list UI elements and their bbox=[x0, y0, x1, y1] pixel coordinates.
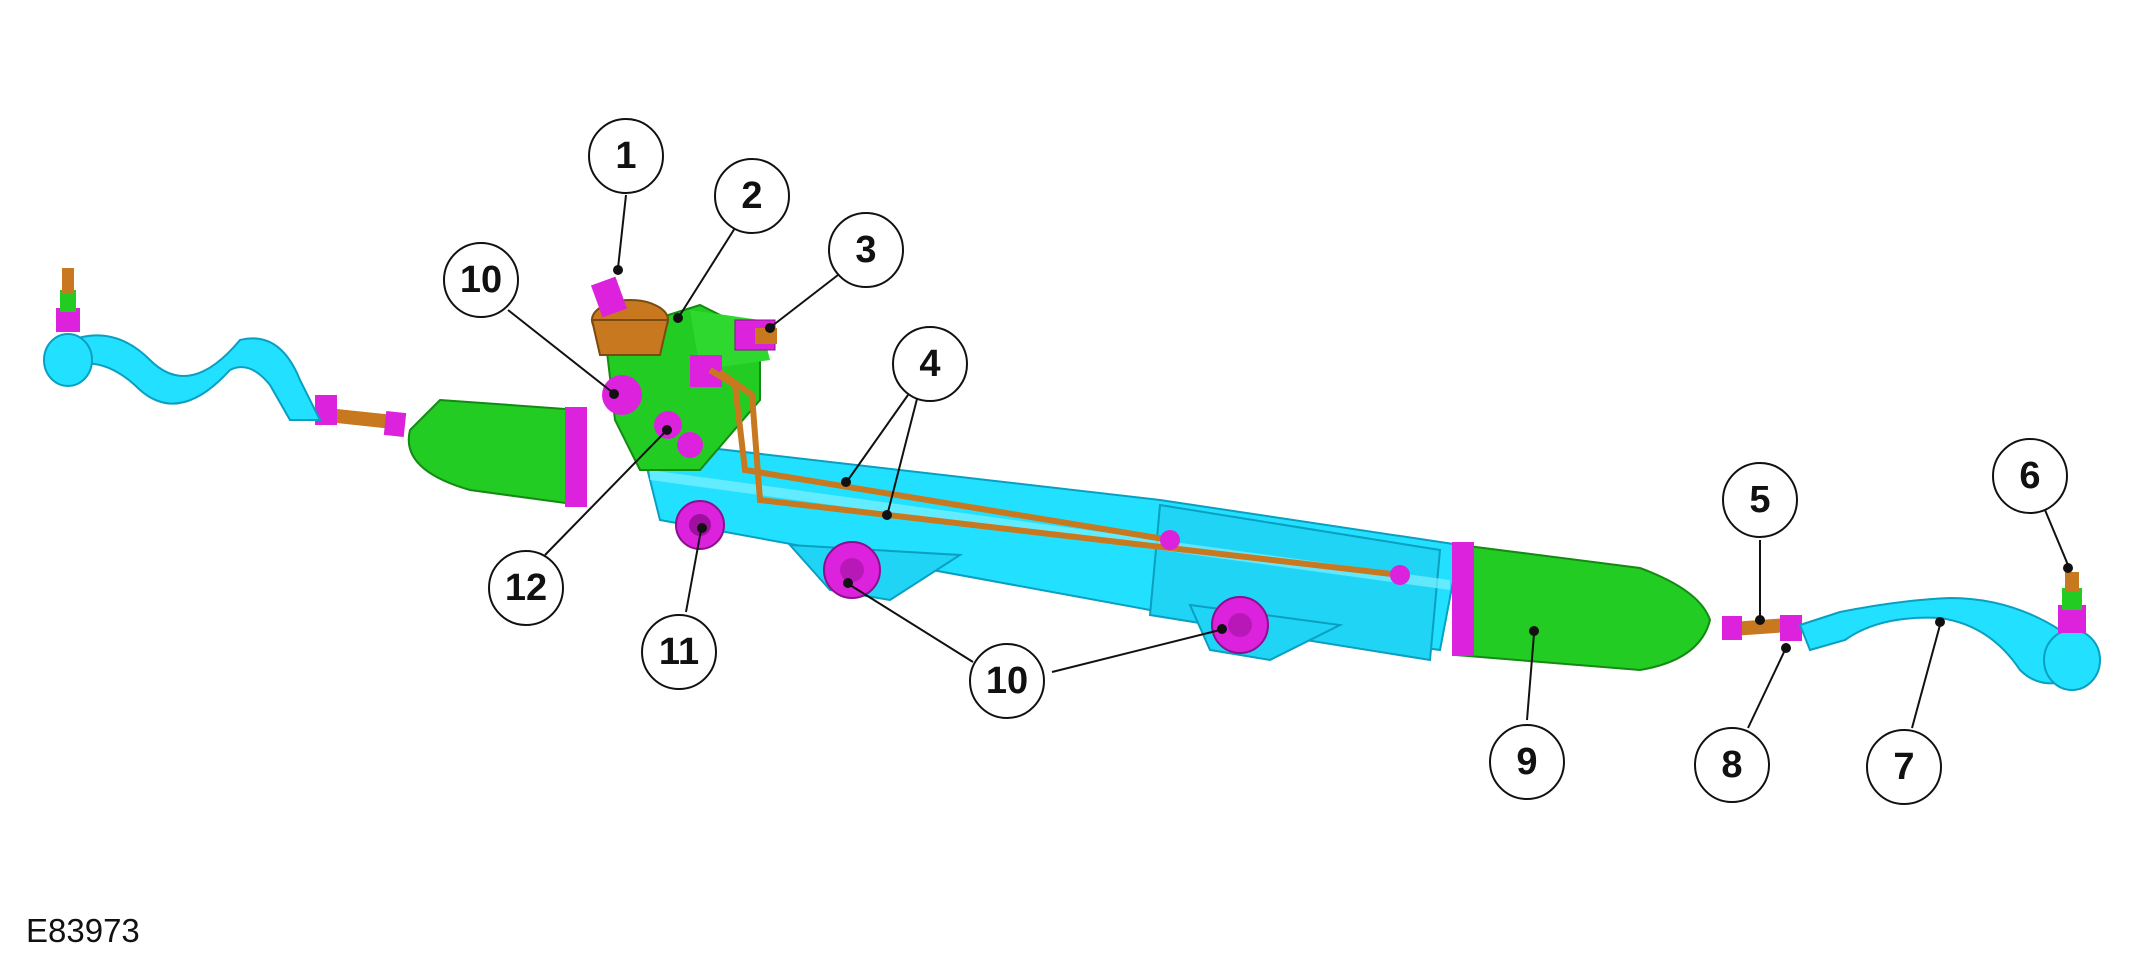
callout-1-label: 1 bbox=[615, 135, 636, 177]
callout-5-label: 5 bbox=[1749, 479, 1770, 521]
callout-9-label: 9 bbox=[1516, 741, 1537, 783]
callout-6: 6 bbox=[1992, 438, 2068, 514]
callout-9: 9 bbox=[1489, 724, 1565, 800]
right-tie-rod bbox=[1722, 572, 2101, 691]
callout-2: 2 bbox=[714, 158, 790, 234]
callout-4: 4 bbox=[892, 326, 968, 402]
callout-5: 5 bbox=[1722, 462, 1798, 538]
callout-11-label: 11 bbox=[659, 631, 699, 673]
callout-7: 7 bbox=[1866, 729, 1942, 805]
callout-10b-label: 10 bbox=[986, 660, 1028, 702]
figure-id: E83973 bbox=[26, 912, 140, 949]
left-bellows-boot bbox=[407, 398, 587, 507]
right-bellows-boot bbox=[1452, 542, 1712, 672]
callout-12: 12 bbox=[488, 550, 564, 626]
callout-4-label: 4 bbox=[919, 343, 940, 385]
left-tie-rod bbox=[43, 268, 407, 437]
line-fittings bbox=[1160, 530, 1410, 585]
mounting-bushings bbox=[823, 541, 1269, 654]
callout-10a: 10 bbox=[443, 242, 519, 318]
input-shaft bbox=[590, 276, 628, 318]
callout-10b: 10 bbox=[969, 643, 1045, 719]
callout-6-label: 6 bbox=[2019, 455, 2040, 497]
hydraulic-lines bbox=[708, 367, 1401, 578]
callout-11: 11 bbox=[641, 614, 717, 690]
callout-2-label: 2 bbox=[741, 175, 762, 217]
callout-8-label: 8 bbox=[1721, 744, 1742, 786]
callout-12-label: 12 bbox=[505, 567, 547, 609]
callout-3-label: 3 bbox=[855, 229, 876, 271]
callout-3: 3 bbox=[828, 212, 904, 288]
callout-10a-label: 10 bbox=[460, 259, 502, 301]
leader-lines bbox=[507, 194, 2073, 729]
callout-8: 8 bbox=[1694, 727, 1770, 803]
callout-7-label: 7 bbox=[1893, 746, 1914, 788]
callout-1: 1 bbox=[588, 118, 664, 194]
